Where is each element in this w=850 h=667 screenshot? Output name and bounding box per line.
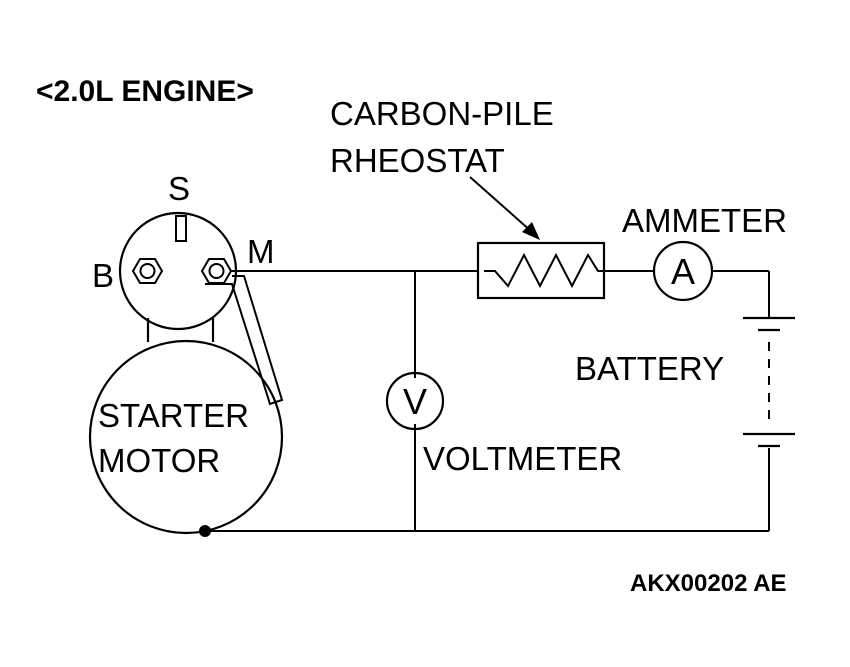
carbon-pile-rheostat [476, 241, 606, 300]
carbon-pile-label-line2: RHEOSTAT [330, 142, 505, 179]
starter-motor [88, 211, 284, 537]
ammeter: A [652, 240, 714, 302]
terminal-b-label: B [92, 257, 114, 294]
ammeter-symbol: A [671, 251, 695, 292]
terminal-m-nut-icon [200, 258, 233, 284]
circuit-wiring [205, 270, 770, 532]
carbon-pile-label-line1: CARBON-PILE [330, 95, 554, 132]
engine-title: <2.0L ENGINE> [36, 75, 254, 108]
figure-code: AKX00202 AE [630, 570, 787, 597]
terminal-b-nut-icon [131, 258, 164, 284]
starter-motor-label-line2: MOTOR [98, 442, 220, 479]
terminal-m-label: M [247, 233, 275, 270]
voltmeter: V [385, 371, 445, 431]
resistor-zigzag-icon [484, 252, 604, 289]
ammeter-label: AMMETER [622, 202, 787, 239]
terminal-s-label: S [168, 170, 190, 207]
voltmeter-symbol: V [403, 381, 427, 422]
voltmeter-label: VOLTMETER [423, 440, 622, 477]
battery-icon [743, 316, 795, 448]
motor-link-strap [205, 275, 284, 406]
starter-motor-label-line1: STARTER [98, 397, 249, 434]
solenoid-body [118, 211, 238, 331]
starter-motor-body [88, 339, 284, 535]
terminal-s-slot [175, 215, 187, 242]
rheostat-pointer-arrow-icon [469, 176, 540, 240]
battery-label: BATTERY [575, 350, 724, 387]
